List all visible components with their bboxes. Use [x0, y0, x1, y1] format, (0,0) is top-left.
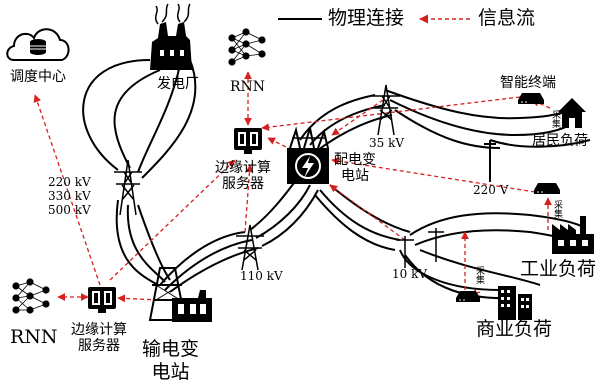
line-plant-tower-2 [113, 69, 161, 169]
line-220v-house [489, 139, 591, 148]
line-tower-subst-3 [137, 204, 171, 281]
smart-terminal-com-icon [456, 291, 480, 302]
house-icon [558, 98, 586, 128]
edge-server-bottom-icon [88, 287, 116, 313]
tower-35kv-icon [372, 84, 400, 136]
line-plant-tower-1 [82, 59, 151, 171]
smart-terminal-ind-icon [534, 183, 560, 194]
line-tower-subst-1 [115, 199, 159, 286]
line-subst-110-1 [159, 231, 246, 286]
voltage-500kv-label: 500 kV [48, 203, 91, 217]
voltage-330kv-label: 330 kV [48, 189, 91, 203]
flow-terminal-ind-to-dist [331, 157, 536, 193]
voltage-110kv-label: 110 kV [240, 269, 283, 283]
edge-server-top-icon [234, 128, 262, 154]
smart-terminal-label: 智能终端 [500, 75, 556, 91]
line-dist-10-2 [314, 194, 396, 251]
flow-10-to-dist [329, 184, 406, 241]
collect-label-ind: 采集 [552, 200, 562, 218]
flow-subst-to-edge-bottom [117, 294, 159, 303]
line-110-dist-3 [261, 189, 319, 247]
edge-server-top-label: 边缘计算 服务器 [215, 160, 271, 193]
line-10-ind-1 [409, 212, 586, 236]
voltage-220v-label: 220 V [473, 183, 509, 197]
tower-220-500kv-icon [114, 159, 142, 216]
flow-dist-to-edge [267, 137, 293, 151]
rnn-top-icon [228, 28, 266, 66]
line-subst-110-2 [164, 239, 253, 291]
line-tower-subst-2 [126, 204, 166, 283]
line-plant-tower-3 [137, 64, 181, 173]
power-plant-icon [150, 3, 192, 70]
rnn-bottom-label: RNN [10, 326, 58, 348]
pole-220v-icon [484, 140, 496, 182]
smart-terminal-res-icon [518, 93, 544, 104]
power-plant-label: 发电厂 [157, 76, 199, 92]
line-35-res-1 [384, 89, 566, 120]
transmission-substation-icon [148, 267, 212, 322]
edge-server-bottom-label: 边缘计算 服务器 [71, 322, 127, 355]
voltage-10kv-label: 10 kV [392, 267, 428, 281]
collect-label-com: 采集 [474, 266, 484, 284]
line-35-res-2 [389, 99, 571, 137]
commercial-load-label: 商业负荷 [476, 318, 553, 340]
line-110-dist-2 [255, 184, 311, 239]
cloud-icon [6, 28, 70, 61]
transmission-substation-label: 输电变 电站 [142, 338, 200, 383]
buildings-icon [498, 286, 532, 320]
legend-info-label: 信息流 [478, 7, 536, 29]
line-dist-35-1 [299, 94, 376, 141]
line-dist-10-3 [329, 184, 411, 233]
residential-load-label: 居民负荷 [532, 133, 588, 149]
industrial-load-label: 工业负荷 [520, 258, 597, 280]
line-dist-35-3 [317, 114, 393, 151]
distribution-substation-label: 配电变 电站 [334, 152, 376, 185]
flow-35-to-dist [331, 99, 384, 136]
line-dist-10-1 [319, 189, 401, 241]
tower-110kv-icon [236, 224, 264, 271]
distribution-substation-icon [287, 126, 329, 184]
rnn-top-label: RNN [230, 79, 266, 95]
pole-10kv-icon [396, 228, 444, 268]
dispatch-center-label: 调度中心 [10, 69, 66, 85]
factory-icon [552, 216, 594, 254]
rnn-bottom-icon [12, 278, 50, 314]
voltage-220kv-label: 220 kV [48, 175, 91, 189]
line-plant-tower-4 [141, 59, 197, 179]
flow-edge-bottom-to-dispatch [33, 94, 101, 286]
flow-edge-bottom-to-top [109, 159, 236, 281]
voltage-35kv-label: 35 kV [369, 136, 405, 150]
legend-physical-label: 物理连接 [328, 7, 405, 29]
collect-label-res: 采集 [550, 110, 560, 128]
